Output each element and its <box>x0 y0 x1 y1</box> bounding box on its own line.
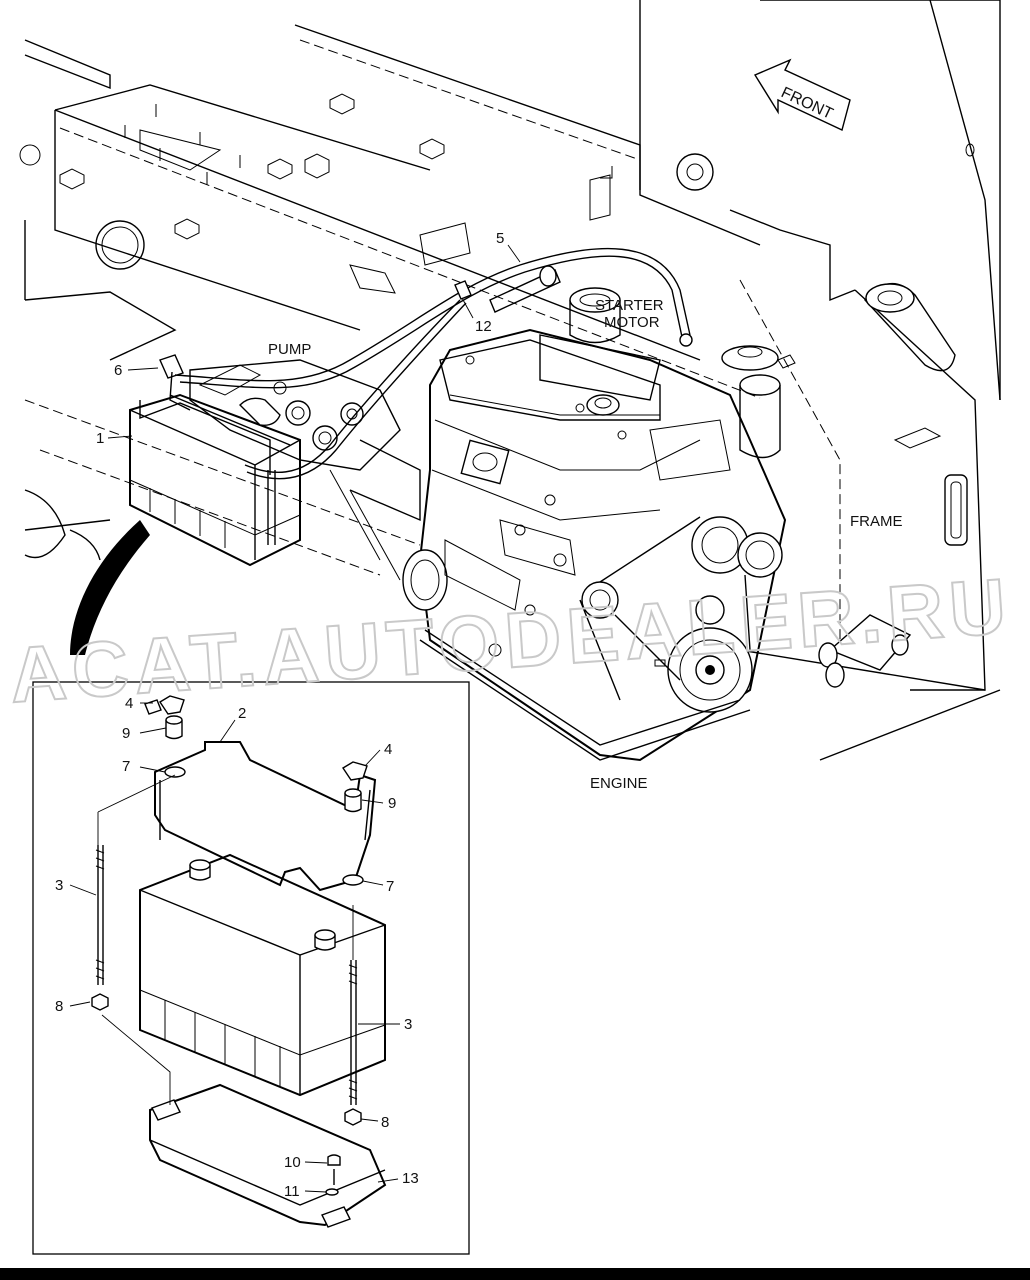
callout-1: 1 <box>96 430 104 447</box>
battery-cables <box>174 247 693 480</box>
callout-2: 2 <box>238 705 246 722</box>
callout-leaders <box>69 244 521 1193</box>
pump-label: PUMP <box>268 341 311 358</box>
callout-6: 6 <box>114 362 122 379</box>
callout-10: 10 <box>284 1154 301 1171</box>
callout-4-left: 4 <box>125 695 133 712</box>
callout-9-left: 9 <box>122 725 130 742</box>
hydraulic-pump <box>189 359 421 581</box>
detail-inset <box>32 681 470 1255</box>
starter-motor-label-line2: MOTOR <box>604 314 660 331</box>
bottom-bar <box>0 1268 1030 1280</box>
front-direction-arrow: FRONT <box>753 58 851 131</box>
callout-8-left: 8 <box>55 998 63 1015</box>
engine-assembly <box>402 287 796 762</box>
callout-12: 12 <box>475 318 492 335</box>
callout-4-right: 4 <box>384 741 392 758</box>
callout-13: 13 <box>402 1170 419 1187</box>
detail-pointer-arrow <box>70 520 150 655</box>
callout-7-left: 7 <box>122 758 130 775</box>
engine-label: ENGINE <box>590 775 648 792</box>
frame-label: FRAME <box>850 513 903 530</box>
battery-installed <box>129 354 301 567</box>
watermark-text: ACAT.AUTODEALER.RU <box>7 562 1011 720</box>
callout-3-left: 3 <box>55 877 63 894</box>
callout-8-right: 8 <box>381 1114 389 1131</box>
callout-11: 11 <box>284 1183 300 1200</box>
starter-motor-label-line1: STARTER <box>595 297 664 314</box>
callout-7-right: 7 <box>386 878 394 895</box>
callout-9-right: 9 <box>388 795 396 812</box>
callout-3-right: 3 <box>404 1016 412 1033</box>
machine-frame <box>19 0 1001 761</box>
callout-5: 5 <box>496 230 504 247</box>
